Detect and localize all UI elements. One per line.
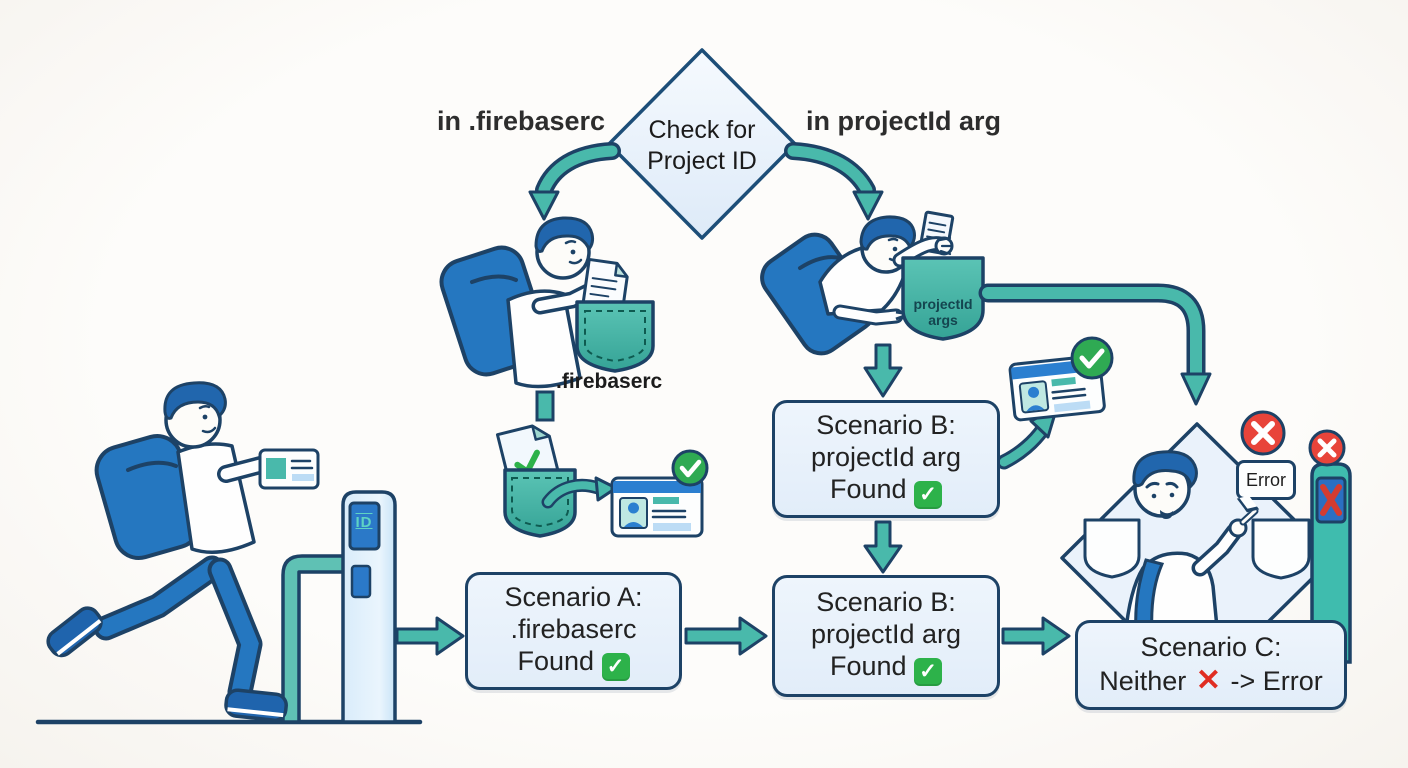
check-emoji-icon: ✓ xyxy=(914,658,943,687)
firebaserc-pocket xyxy=(575,300,655,373)
error-bubble-text: Error xyxy=(1246,469,1286,490)
decision-label: Check for Project ID xyxy=(607,115,797,176)
kiosk-screen-label: ID xyxy=(355,514,373,531)
scenario-a-found-text: Found xyxy=(517,646,595,677)
decision-line2: Project ID xyxy=(647,146,757,175)
arrow-a-to-b xyxy=(684,616,768,656)
error-speech-bubble: Error xyxy=(1236,460,1296,500)
scenario-b-top-found-text: Found xyxy=(829,474,907,505)
scenario-b-bottom-line1: Scenario B: xyxy=(816,586,956,617)
arrow-kiosk-to-a xyxy=(395,616,465,656)
firebaserc-character xyxy=(439,216,655,389)
scenario-b-top-line1: Scenario B: xyxy=(816,409,956,440)
projectid-pocket-label: projectId args xyxy=(901,296,985,328)
projectid-pocket-line2: args xyxy=(928,312,958,329)
check-emoji-icon: ✓ xyxy=(601,653,630,682)
scenario-c-error-text: -> Error xyxy=(1230,666,1323,697)
firebaserc-pocket-label: .firebaserc xyxy=(556,370,663,393)
scenario-c-line2: Neither ✕ -> Error xyxy=(1099,663,1322,699)
runner-scene xyxy=(35,381,423,725)
hair xyxy=(1132,450,1198,490)
empty-pocket-right xyxy=(1251,518,1311,580)
cross-circle-small-icon xyxy=(1308,429,1346,467)
scenario-c-line1: Scenario C: xyxy=(1140,631,1282,662)
scenario-a-line3: Found ✓ xyxy=(517,645,630,682)
scenario-a-line1: Scenario A: xyxy=(504,581,643,612)
check-badge-a-icon xyxy=(671,449,709,487)
id-card-runner xyxy=(258,448,320,490)
hair xyxy=(534,216,595,253)
elbow-arrow-to-c xyxy=(978,283,1212,406)
red-cross-icon: ✕ xyxy=(1195,664,1221,698)
kiosk-screen xyxy=(348,501,381,551)
gate-frame xyxy=(281,554,347,724)
scenario-b-bottom-line3: Found ✓ xyxy=(829,650,943,687)
scenario-c-neither-text: Neither xyxy=(1099,666,1187,697)
scenario-a-illustration xyxy=(495,424,709,538)
scenario-b-bottom-found-text: Found xyxy=(829,651,907,682)
arrow-b-to-b xyxy=(863,520,903,574)
scenario-b-bottom-line2: projectId arg xyxy=(810,619,962,649)
firebaserc-document xyxy=(581,257,629,311)
decision-diamond xyxy=(607,48,797,240)
cross-circle-large-icon xyxy=(1240,410,1286,456)
scenario-a-line2: .firebaserc xyxy=(510,614,637,644)
scenario-b-bottom-box: Scenario B: projectId arg Found ✓ xyxy=(772,575,1000,697)
branch-label-firebaserc: in .firebaserc xyxy=(437,106,606,136)
empty-pocket-left xyxy=(1083,518,1141,579)
connector-stub xyxy=(535,390,555,422)
branch-arrow-left xyxy=(528,142,621,221)
projectid-character xyxy=(760,210,985,356)
projectid-pocket xyxy=(901,256,985,341)
projectid-pocket-line1: projectId xyxy=(913,296,973,312)
branch-label-projectid: in projectId arg xyxy=(806,106,1002,136)
hair xyxy=(163,381,227,420)
check-badge-b-icon xyxy=(1070,336,1114,380)
scenario-c-box: Scenario C: Neither ✕ -> Error xyxy=(1075,620,1347,710)
check-emoji-icon: ✓ xyxy=(914,481,943,510)
branch-arrow-right xyxy=(784,142,884,221)
scenario-a-box: Scenario A: .firebaserc Found ✓ xyxy=(465,572,682,690)
kiosk-slot xyxy=(350,564,372,599)
id-card-a xyxy=(610,476,704,538)
id-card-b xyxy=(1008,336,1114,422)
scenario-b-top-line2: projectId arg xyxy=(810,442,962,472)
error-screen-x-icon xyxy=(1320,484,1342,516)
scenario-b-top-line3: Found ✓ xyxy=(829,473,943,510)
decision-line1: Check for xyxy=(648,116,756,144)
arrow-pocket-to-b xyxy=(863,343,903,398)
arrow-b-to-c xyxy=(1001,616,1071,656)
scenario-b-top-box: Scenario B: projectId arg Found ✓ xyxy=(772,400,1000,518)
runner-figure xyxy=(46,381,320,722)
